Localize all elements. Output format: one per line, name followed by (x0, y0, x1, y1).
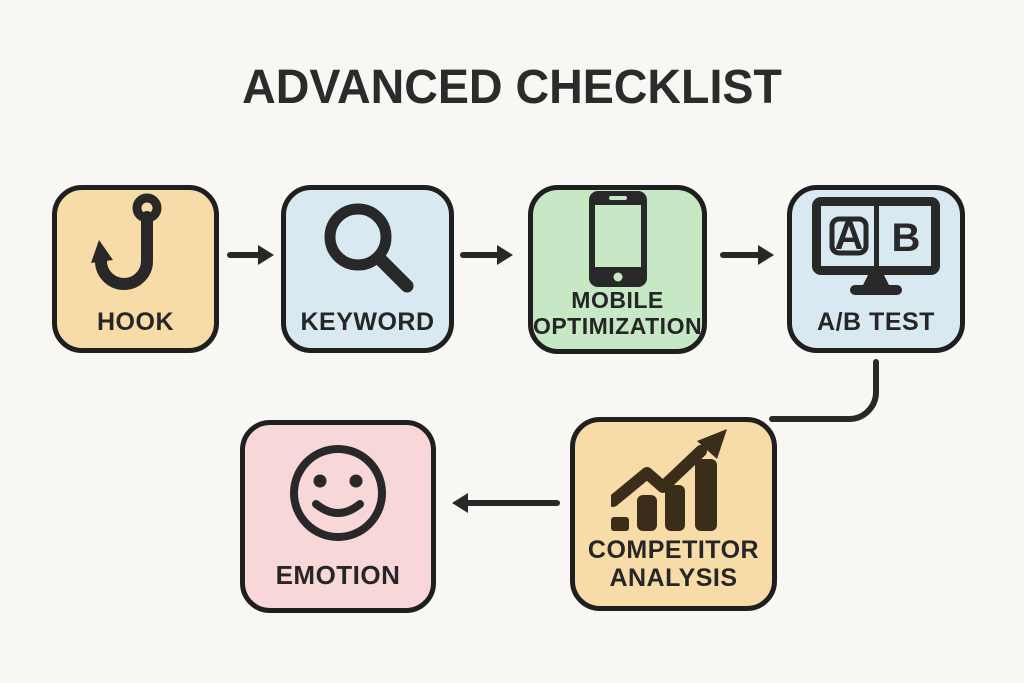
fishing-hook-icon (57, 190, 214, 309)
arrow-hook-to-keyword (227, 245, 274, 265)
node-hook: HOOK (52, 185, 219, 353)
search-icon (286, 190, 449, 309)
node-emotion: EMOTION (240, 420, 436, 613)
smiley-face-icon (245, 425, 431, 561)
node-competitor-analysis: COMPETITOR ANALYSIS (570, 417, 777, 611)
node-label: KEYWORD (300, 307, 435, 336)
arrow-mobile-optimization-to-ab-test (720, 245, 774, 265)
node-label: EMOTION (275, 560, 401, 591)
node-label: COMPETITOR ANALYSIS (587, 536, 760, 592)
node-label: MOBILE OPTIMIZATION (532, 287, 703, 339)
node-label: HOOK (97, 307, 174, 336)
arrow-keyword-to-mobile-optimization (460, 245, 513, 265)
node-label: A/B TEST (817, 307, 935, 336)
connector-ab-test-to-competitor-analysis (769, 359, 879, 422)
node-mobile-optimization: MOBILE OPTIMIZATION (528, 185, 707, 354)
ab-split-monitor-icon: A B (792, 190, 960, 309)
growth-chart-icon (575, 422, 772, 537)
arrow-competitor-analysis-to-emotion (452, 493, 560, 513)
node-keyword: KEYWORD (281, 185, 454, 353)
smartphone-icon (533, 190, 702, 288)
node-ab-test: A B A/B TEST (787, 185, 965, 353)
ab-letter-a: A (835, 214, 864, 258)
ab-letter-b: B (892, 216, 921, 260)
page-title: ADVANCED CHECKLIST (242, 61, 782, 114)
